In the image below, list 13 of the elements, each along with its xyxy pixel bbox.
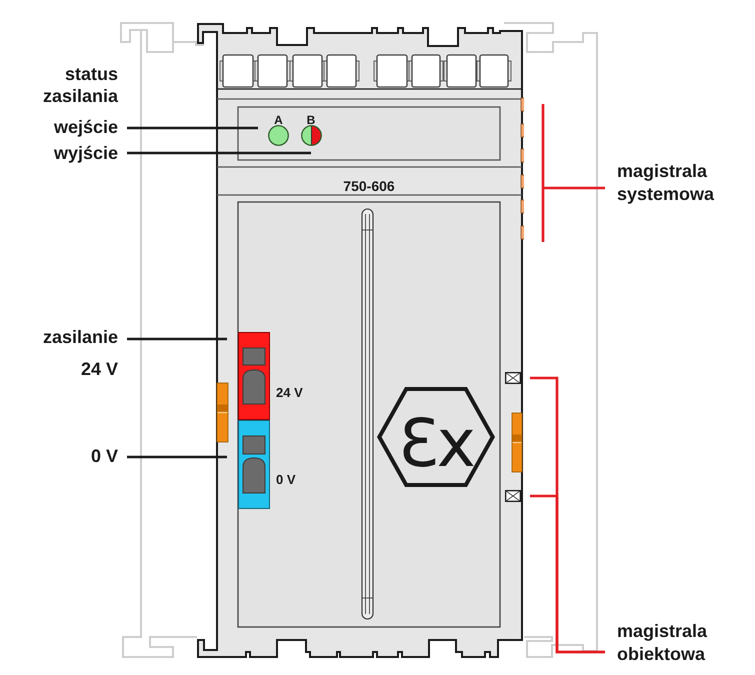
callout-label: 24 V: [80, 359, 118, 379]
leader-line: [127, 456, 227, 458]
section-label: status zasilania: [42, 63, 118, 107]
callout-label: wyjście: [54, 143, 118, 163]
callout-label: magistrala systemowa: [617, 160, 714, 206]
callout-label: zasilanie: [42, 327, 118, 347]
leader-line: [127, 338, 227, 340]
callout-label: magistrala obiektowa: [617, 620, 708, 666]
leader-line: [530, 494, 605, 654]
callout-label: wejście: [54, 117, 118, 137]
leader-line: [543, 186, 605, 190]
terminal-label: 0 V: [276, 472, 296, 486]
callout-label: 0 V: [90, 446, 118, 466]
